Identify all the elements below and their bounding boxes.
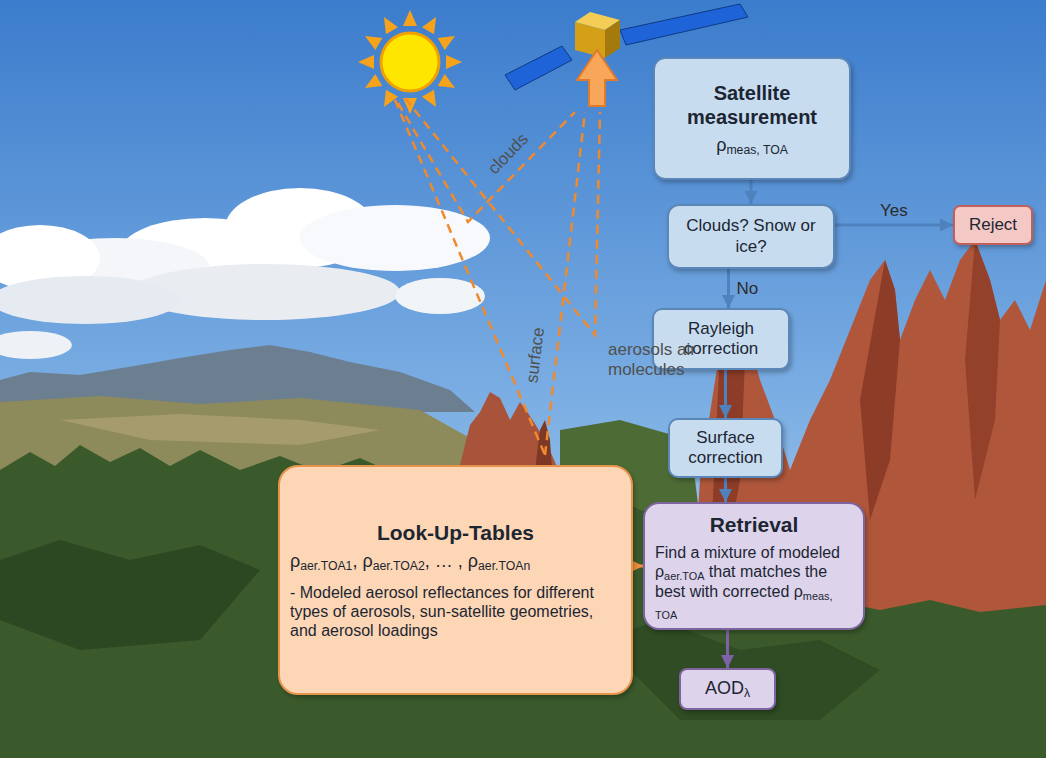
solar-panel bbox=[505, 46, 572, 90]
rock-shadow bbox=[860, 260, 900, 520]
subscript: aer.TOAn bbox=[478, 559, 530, 573]
annotation-label: aerosols air molecules bbox=[608, 340, 708, 381]
lookup-table-box: Look-Up-Tables ρaer.TOA1, ρaer.TOA2, … , … bbox=[278, 465, 633, 695]
subscript: aer.TOA1 bbox=[300, 559, 352, 573]
node-text: Reject bbox=[965, 215, 1021, 235]
satellite-body bbox=[605, 20, 620, 58]
flow-arrow bbox=[724, 370, 727, 418]
decision-box: Clouds? Snow or ice? bbox=[667, 204, 835, 269]
sun-ray bbox=[438, 30, 459, 50]
subscript: aer.TOA bbox=[664, 570, 704, 582]
sun-ray bbox=[361, 30, 382, 50]
node-text: ρaer.TOA1, ρaer.TOA2, … , ρaer.TOAn bbox=[290, 551, 621, 573]
sun-ray bbox=[358, 55, 374, 69]
sun-ray bbox=[403, 10, 417, 26]
edge-label: Yes bbox=[880, 201, 908, 221]
cloud bbox=[0, 276, 180, 324]
node-title: Retrieval bbox=[655, 512, 853, 537]
subscript: meas, TOA bbox=[655, 589, 832, 620]
flow-arrow bbox=[633, 565, 643, 568]
terminal-box: Reject bbox=[953, 205, 1033, 245]
node-text: Surface correction bbox=[680, 428, 771, 469]
result-box: AODλ bbox=[679, 668, 776, 710]
rock-shadow bbox=[965, 240, 1000, 500]
process-box: Satellite measurement ρmeas, TOA bbox=[653, 57, 851, 180]
foreground-trees bbox=[0, 445, 1046, 758]
sun-ray bbox=[378, 13, 398, 34]
solar-panel bbox=[620, 4, 748, 45]
cloud bbox=[0, 331, 72, 359]
flow-arrow bbox=[724, 478, 727, 502]
flow-arrow bbox=[727, 269, 730, 308]
node-text: AODλ bbox=[691, 678, 764, 700]
subscript: aer.TOA2 bbox=[373, 559, 425, 573]
upward-arrow bbox=[577, 50, 617, 106]
tree-shadow bbox=[600, 620, 880, 720]
flow-arrow bbox=[726, 630, 729, 668]
light-path bbox=[395, 100, 545, 455]
sun-ray bbox=[446, 55, 462, 69]
sun-ray bbox=[438, 74, 459, 94]
node-title: Satellite measurement bbox=[665, 81, 839, 129]
sun-ray bbox=[361, 74, 382, 94]
node-text: ρmeas, TOA bbox=[665, 135, 839, 157]
dry-ground bbox=[60, 414, 380, 445]
sun-ray bbox=[422, 90, 442, 111]
node-text: - Modeled aerosol reflectances for diffe… bbox=[290, 583, 621, 641]
node-title: Look-Up-Tables bbox=[290, 520, 621, 545]
flow-arrow bbox=[835, 224, 953, 227]
flow-arrow bbox=[750, 180, 753, 204]
process-box: Surface correction bbox=[668, 418, 783, 478]
node-text: Clouds? Snow or ice? bbox=[679, 216, 823, 257]
light-path bbox=[405, 98, 600, 335]
light-path bbox=[545, 112, 585, 455]
retrieval-box: RetrievalFind a mixture of modeled ρaer.… bbox=[643, 502, 865, 630]
sun-ray bbox=[422, 13, 442, 34]
sun-disc bbox=[381, 33, 439, 91]
sun bbox=[358, 10, 462, 114]
subscript: λ bbox=[744, 686, 750, 700]
cloud-bank bbox=[0, 144, 712, 359]
cloud bbox=[300, 205, 490, 271]
edge-label: No bbox=[737, 279, 759, 299]
subscript: meas, TOA bbox=[726, 143, 787, 157]
rock-spire bbox=[535, 420, 552, 470]
light-paths bbox=[395, 98, 600, 455]
node-text: Find a mixture of modeled ρaer.TOA that … bbox=[655, 543, 853, 620]
tree-shadow bbox=[0, 540, 260, 650]
